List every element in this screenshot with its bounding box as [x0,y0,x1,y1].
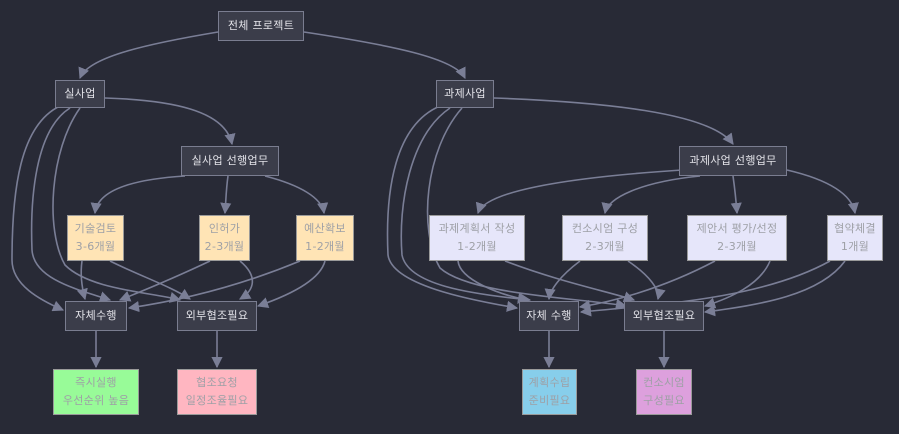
edge-pre-to-tech [90,175,186,215]
node-label: 과제사업 선행업무 [689,154,777,167]
node-label: 실사업 선행업무 [191,154,269,167]
edge-sil-to-self-b [30,107,112,303]
node-permit[interactable]: 인허가 2-3개월 [199,215,250,261]
edge-tech-to-ext [109,260,191,300]
node-line1: 제안서 평가/선정 [696,222,778,235]
node-line2: 2-3개월 [717,240,757,253]
edge-gwapre-to-plan [475,169,683,215]
edge-permit-to-ext [239,260,254,300]
node-line2: 2-3개월 [585,240,625,253]
node-line2: 우선순위 높음 [62,394,130,407]
node-budget[interactable]: 예산확보 1-2개월 [296,215,354,261]
edge-gwapre-to-agree [786,169,859,215]
edge-gwa-to-ext [426,107,628,310]
node-label: 전체 프로젝트 [227,19,295,32]
node-line1: 컨소시엄 구성 [571,222,639,235]
node-cooperation-request[interactable]: 협조요청 일정조율필요 [177,369,257,415]
node-line2: 1-2개월 [457,240,497,253]
edge-gwa-to-self-a [386,105,519,312]
node-sil-external[interactable]: 외부협조필요 [177,301,257,331]
node-line2: 준비필요 [528,394,571,407]
edge-gwa-to-self-b [400,107,532,305]
node-plan-setup[interactable]: 계획수립 준비필요 [522,369,577,415]
node-line1: 즉시실행 [75,376,117,389]
node-agreement[interactable]: 협약체결 1개월 [827,215,883,261]
node-line1: 계획수립 [528,376,571,389]
edge-prop-to-ext [703,260,771,309]
node-plan-writing[interactable]: 과제계획서 작성 1-2개월 [429,215,525,261]
node-line2: 1개월 [840,240,870,253]
node-line1: 인허가 [208,222,241,235]
edge-sil-to-self-a [11,105,65,312]
edge-gwa-to-pre [493,97,734,145]
node-line1: 협약체결 [834,222,876,235]
edge-consort-to-self [544,260,581,301]
node-label: 외부협조필요 [185,309,249,322]
edge-pre-to-budget [264,175,329,215]
node-tech-review[interactable]: 기술검토 3-6개월 [67,215,124,261]
node-gwa-pre[interactable]: 과제사업 선행업무 [679,146,787,176]
edge-pre-to-permit [220,175,232,215]
node-gwa-self[interactable]: 자체 수행 [519,301,579,331]
edge-agree-to-self [579,260,831,317]
node-immediate-execution[interactable]: 즉시실행 우선순위 높음 [53,369,139,415]
node-label: 외부협조필요 [632,309,696,322]
node-line2: 3-6개월 [75,240,116,253]
edge-gwapre-to-prop [730,175,742,215]
edge-gwapre-to-consort [601,175,701,215]
node-line2: 2-3개월 [204,240,245,253]
node-line1: 기술검토 [74,222,117,235]
node-line1: 과제계획서 작성 [438,222,516,235]
node-label: 실사업 [64,87,96,100]
node-gwa-external[interactable]: 외부협조필요 [624,301,704,331]
node-gwa[interactable]: 과제사업 [436,80,494,108]
node-label: 자체 수행 [526,309,572,322]
node-proposal[interactable]: 제안서 평가/선정 2-3개월 [687,215,787,261]
node-consortium-required[interactable]: 컨소시엄 구성필요 [636,369,692,415]
node-root[interactable]: 전체 프로젝트 [218,11,304,41]
node-line1: 컨소시엄 [643,376,685,389]
edge-tech-to-self [76,260,88,301]
node-line2: 일정조율필요 [185,394,249,407]
node-sil-pre[interactable]: 실사업 선행업무 [181,146,279,176]
node-line1: 예산확보 [304,222,346,235]
node-line2: 1-2개월 [305,240,345,253]
node-consortium[interactable]: 컨소시엄 구성 2-3개월 [562,215,648,261]
node-line2: 구성필요 [643,394,685,407]
edge-agree-to-ext [703,260,846,317]
node-line1: 협조요청 [196,376,238,389]
node-sil-self[interactable]: 자체수행 [65,301,127,331]
node-label: 자체수행 [75,309,117,322]
edge-budget-to-self [127,260,301,313]
edge-sil-to-ext [52,107,182,303]
edge-sil-to-pre [104,97,236,146]
edge-budget-to-ext [256,260,326,309]
edge-prop-to-self [578,260,716,311]
edge-permit-to-self [118,260,211,302]
edge-consort-to-ext [627,260,666,301]
edge-plan-to-self [457,260,530,304]
node-sil[interactable]: 실사업 [55,80,105,108]
node-label: 과제사업 [444,87,486,100]
edge-root-to-gwa [303,31,466,80]
edge-root-to-sil [78,31,219,80]
